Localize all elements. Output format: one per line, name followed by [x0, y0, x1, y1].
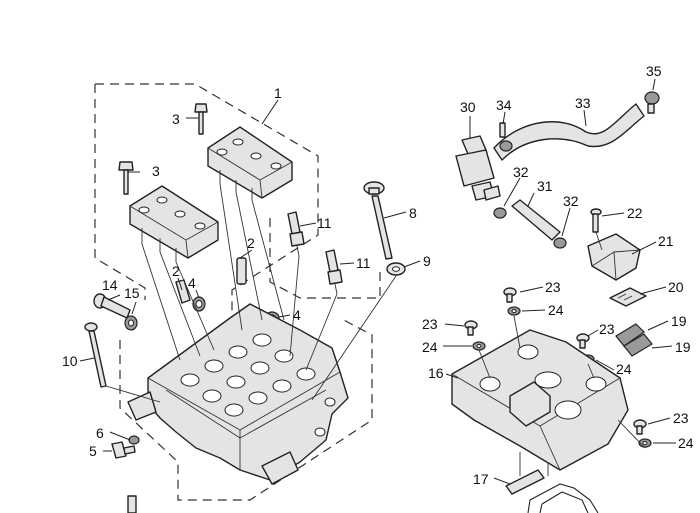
callout-4b: 4	[293, 307, 301, 323]
callout-22: 22	[627, 205, 643, 221]
cap-bolt-upper	[194, 103, 208, 135]
long-bolt-10	[84, 322, 107, 388]
hose-33	[493, 103, 645, 161]
callout-19a: 19	[671, 313, 687, 329]
callout-24c: 24	[616, 361, 632, 377]
spark-plug-lower	[325, 249, 343, 295]
camshaft-cap-upper	[207, 126, 293, 200]
bolt-22	[590, 208, 602, 233]
clamp-35	[644, 91, 660, 114]
callout-35: 35	[646, 63, 662, 79]
cover-gasket-inner	[539, 491, 589, 513]
bolt-23c	[576, 333, 590, 349]
callout-34: 34	[496, 97, 512, 113]
cap-bolt-lower	[118, 161, 134, 195]
bolt-5	[111, 441, 136, 459]
callout-11a: 11	[317, 215, 332, 231]
callout-5: 5	[89, 443, 97, 459]
clamp-32a	[493, 207, 507, 219]
callout-24d: 24	[678, 435, 694, 451]
callout-14: 14	[102, 277, 118, 293]
callout-2a: 2	[247, 235, 255, 251]
callout-11b: 11	[356, 255, 371, 271]
camshaft-cap-lower	[129, 185, 219, 262]
cylinder-head-cover	[451, 329, 629, 471]
callout-23d: 23	[673, 410, 689, 426]
callout-33: 33	[575, 95, 591, 111]
bottom-stud	[127, 495, 137, 513]
stud-bolt	[363, 181, 393, 260]
callout-labels: 1 2 2 3 3 4 4 5 6 8 9 10 11 11 14 15 16 …	[62, 63, 694, 487]
callout-23c: 23	[599, 321, 615, 337]
washer-24b	[472, 341, 486, 351]
callout-leaders	[79, 78, 676, 485]
callout-23a: 23	[545, 279, 561, 295]
callout-3b: 3	[152, 163, 160, 179]
assembly-leaders-right	[478, 231, 646, 476]
callout-10: 10	[62, 353, 78, 369]
callout-3a: 3	[172, 111, 180, 127]
callout-4a: 4	[188, 275, 196, 291]
dowel-pin-a	[236, 257, 247, 285]
air-valve-30	[455, 135, 501, 201]
gasket-6	[128, 435, 140, 445]
callout-32a: 32	[513, 164, 529, 180]
assembly-leaders-left	[105, 183, 397, 403]
cover-gasket	[527, 483, 599, 513]
reed-plate-20	[609, 287, 647, 307]
washer-24a	[507, 306, 521, 316]
callout-23b: 23	[422, 316, 438, 332]
dowel-pin-b	[175, 279, 191, 304]
callout-2b: 2	[172, 263, 180, 279]
callout-20: 20	[668, 279, 684, 295]
washer-15	[124, 315, 138, 331]
reed-valve-19a	[615, 323, 645, 347]
clamp-32b	[553, 237, 567, 249]
callout-1: 1	[274, 85, 282, 101]
callout-32b: 32	[563, 193, 579, 209]
reed-valve-19b	[623, 333, 653, 357]
callout-9: 9	[423, 253, 431, 269]
reed-cover-21	[587, 233, 641, 281]
bolt-23b	[464, 320, 478, 336]
clamp-34	[499, 122, 513, 152]
callout-6: 6	[96, 425, 104, 441]
washer-9	[386, 262, 406, 276]
callout-17: 17	[473, 471, 489, 487]
callout-31: 31	[537, 178, 553, 194]
cylinder-head	[127, 303, 349, 485]
bolt-23a	[503, 287, 517, 303]
callout-16: 16	[428, 365, 444, 381]
callout-19b: 19	[675, 339, 691, 355]
pipe-31	[511, 199, 561, 241]
bracket-17	[505, 469, 545, 495]
spark-plug-upper	[287, 211, 305, 257]
camshaft-cap-group-boundary	[94, 83, 319, 312]
callout-24b: 24	[422, 339, 438, 355]
callout-30: 30	[460, 99, 476, 115]
callout-15: 15	[124, 285, 140, 301]
cylinder-head-group-boundary	[119, 317, 373, 501]
spark-plug-group-boundary	[269, 218, 381, 299]
bolt-23d	[633, 419, 647, 435]
callout-24a: 24	[548, 302, 564, 318]
o-ring-a-inner	[195, 300, 203, 308]
callout-21: 21	[658, 233, 674, 249]
callout-8: 8	[409, 205, 417, 221]
